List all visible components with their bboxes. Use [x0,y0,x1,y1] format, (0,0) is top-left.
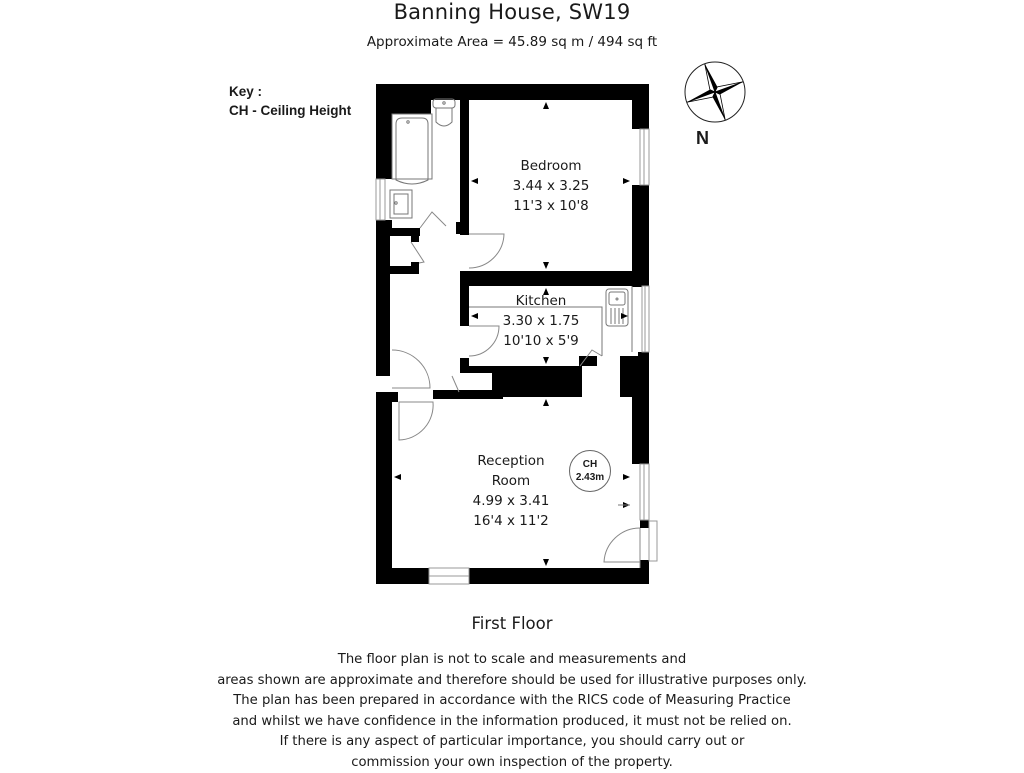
disclaimer-line: The plan has been prepared in accordance… [0,691,1024,712]
ceiling-height-code: CH [570,458,610,471]
disclaimer-line: areas shown are approximate and therefor… [0,671,1024,692]
disclaimer-line: The floor plan is not to scale and measu… [0,650,1024,671]
ceiling-height-badge: CH 2.43m [569,450,611,492]
disclaimer-line: and whilst we have confidence in the inf… [0,712,1024,733]
room-name-line2: Room [456,471,566,491]
floor-label: First Floor [0,614,1024,633]
room-imperial: 16'4 x 11'2 [456,511,566,531]
room-imperial: 11'3 x 10'8 [496,196,606,216]
room-metric: 3.44 x 3.25 [496,176,606,196]
toilet-icon [433,99,455,108]
room-reception: Reception Room 4.99 x 3.41 16'4 x 11'2 [456,451,566,531]
room-imperial: 10'10 x 5'9 [486,331,596,351]
room-kitchen: Kitchen 3.30 x 1.75 10'10 x 5'9 [486,291,596,351]
bathtub-icon [392,114,432,179]
room-name-line1: Reception [456,451,566,471]
room-metric: 4.99 x 3.41 [456,491,566,511]
room-metric: 3.30 x 1.75 [486,311,596,331]
room-bedroom: Bedroom 3.44 x 3.25 11'3 x 10'8 [496,156,606,216]
disclaimer-line: commission your own inspection of the pr… [0,753,1024,773]
room-name: Bedroom [496,156,606,176]
disclaimer-line: If there is any aspect of particular imp… [0,732,1024,753]
ceiling-height-value: 2.43m [570,471,610,484]
room-name: Kitchen [486,291,596,311]
disclaimer: The floor plan is not to scale and measu… [0,650,1024,773]
